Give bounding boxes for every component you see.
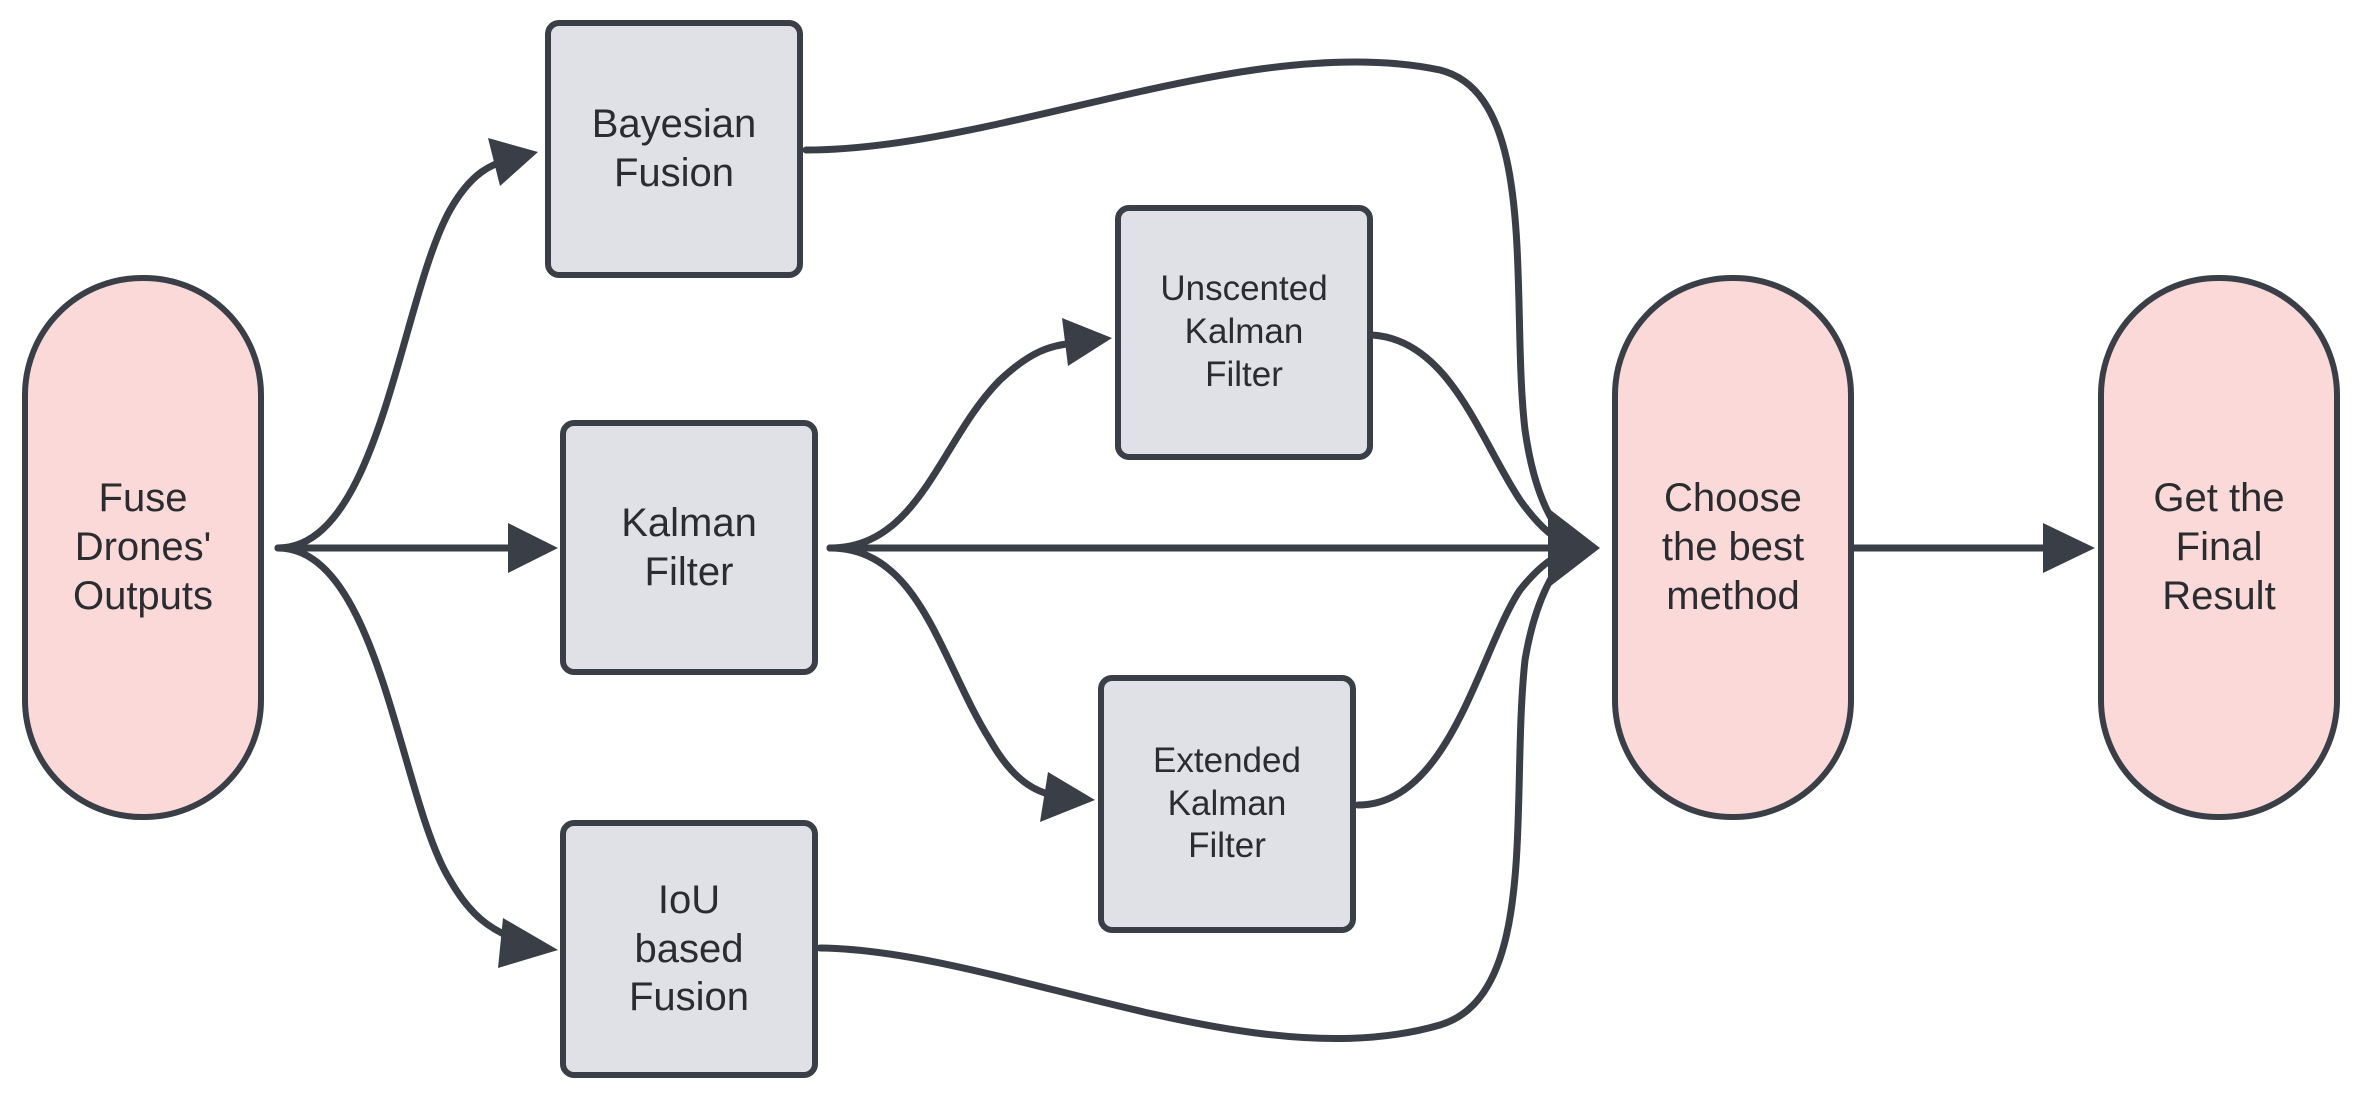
edge-unscented-to-choose — [1368, 331, 1579, 552]
node-extended-kalman-filter: Extended Kalman Filter — [1098, 675, 1356, 933]
arrowhead-kalman — [508, 523, 558, 573]
edge-iou-to-choose — [816, 544, 1579, 1042]
arrowhead-final — [2043, 523, 2095, 573]
node-unscented-kalman-filter: Unscented Kalman Filter — [1115, 205, 1373, 460]
node-iou-based-fusion-label: IoU based Fusion — [628, 877, 750, 1020]
node-get-final-result: Get the Final Result — [2098, 275, 2340, 820]
arrowhead-choose — [1548, 508, 1600, 588]
node-choose-best-method-label: Choose the best method — [1661, 476, 1805, 618]
node-bayesian-fusion-label: Bayesian Fusion — [591, 102, 757, 195]
arrowhead-unscented — [1062, 318, 1112, 366]
node-get-final-result-label: Get the Final Result — [2153, 476, 2285, 618]
edge-fuse-to-iou — [274, 544, 522, 944]
node-fuse-drones-outputs-label: Fuse Drones' Outputs — [72, 476, 214, 618]
node-kalman-filter-label: Kalman Filter — [621, 500, 757, 594]
edge-kalman-to-extended — [826, 544, 1056, 799]
edge-kalman-to-unscented — [826, 339, 1079, 552]
edge-fuse-to-bayesian — [274, 154, 522, 552]
arrowhead-bayesian — [488, 138, 538, 186]
node-extended-kalman-filter-label: Extended Kalman Filter — [1153, 740, 1301, 866]
edge-bayesian-to-choose — [802, 58, 1579, 552]
edge-extended-to-choose — [1354, 544, 1579, 809]
node-fuse-drones-outputs: Fuse Drones' Outputs — [22, 275, 264, 820]
node-kalman-filter: Kalman Filter — [560, 420, 818, 675]
node-bayesian-fusion: Bayesian Fusion — [545, 20, 803, 278]
node-choose-best-method: Choose the best method — [1612, 275, 1854, 820]
flowchart-edges — [274, 58, 2095, 1042]
arrowhead-extended — [1040, 772, 1095, 822]
arrowhead-iou — [498, 918, 558, 968]
node-unscented-kalman-filter-label: Unscented Kalman Filter — [1160, 269, 1328, 394]
node-iou-based-fusion: IoU based Fusion — [560, 820, 818, 1078]
